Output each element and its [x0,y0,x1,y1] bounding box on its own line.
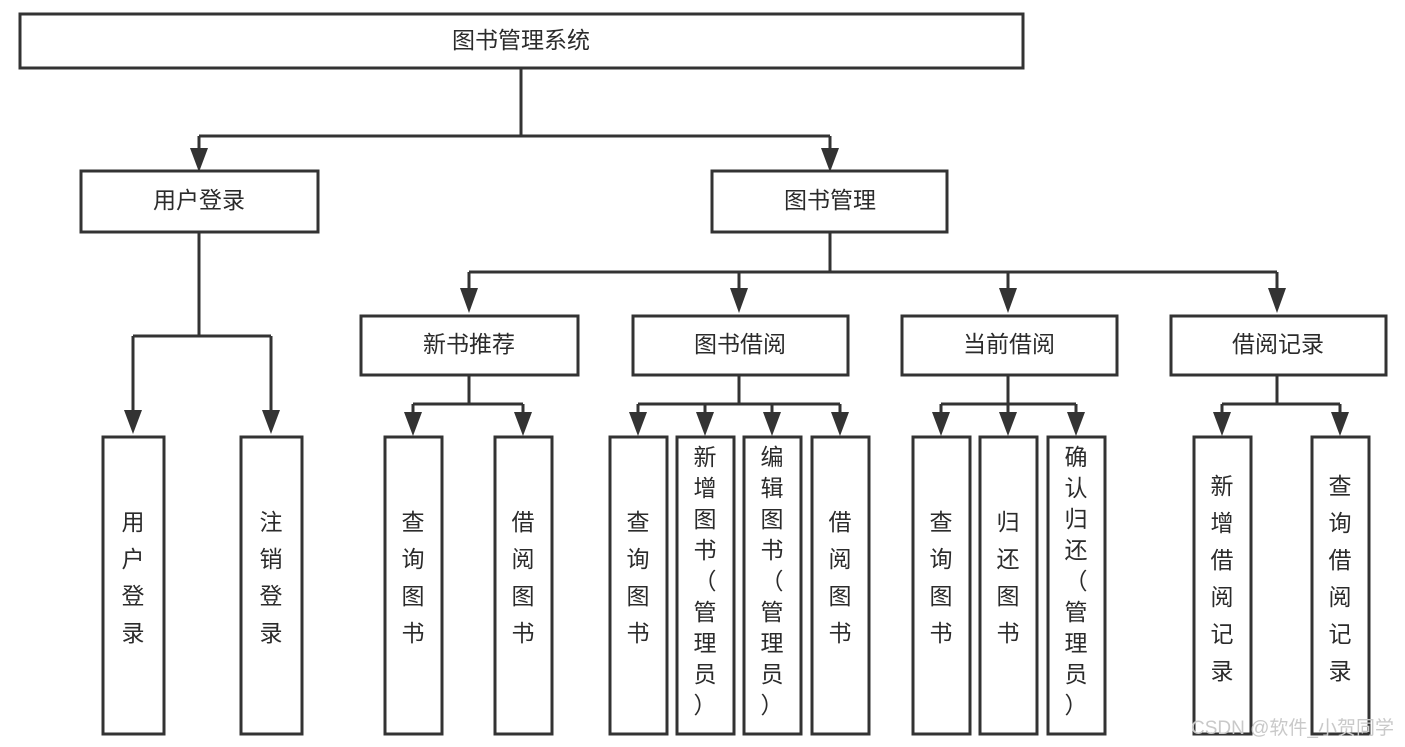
node-leaf-query-book-3-label: 查询图书 [930,509,953,646]
node-leaf-borrow-book-2-box[interactable] [810,435,871,736]
node-leaf-edit-book-label: 编辑图书（管理员） [761,444,784,718]
arrow-head-to-query-record [1331,412,1349,436]
arrow-head-to-add-record [1213,412,1231,436]
node-bookmgmt-label: 图书管理 [784,187,876,213]
node-leaf-confirm-return-box[interactable] [1046,435,1107,736]
node-current-box[interactable] [900,314,1119,377]
arrow-head-to-borrow [730,288,748,313]
arrow-head-to-current [999,288,1017,313]
node-leaf-return-book-label: 归还图书 [997,509,1020,646]
node-login-label: 用户登录 [153,187,245,213]
node-leaf-query-book-3-box[interactable] [911,435,972,736]
node-leaf-add-record-box[interactable] [1192,435,1253,736]
node-root-label: 图书管理系统 [452,27,590,53]
node-leaf-edit-book[interactable]: 编辑图书（管理员） [742,435,803,736]
node-newbook-box[interactable] [359,314,580,377]
csdn-watermark: CSDN @软件_小贺同学 [1191,717,1394,739]
node-leaf-add-record[interactable]: 新增借阅记录 [1192,435,1253,736]
node-borrow[interactable]: 图书借阅 [631,314,850,377]
node-records-box[interactable] [1169,314,1388,377]
connector-current-to-leaves [939,375,1078,418]
connector-layer [124,68,1349,436]
node-borrow-box[interactable] [631,314,850,377]
node-leaf-borrow-book-1-box[interactable] [493,435,554,736]
node-leaf-add-record-label: 新增借阅记录 [1211,473,1234,684]
node-root[interactable]: 图书管理系统 [18,12,1025,70]
node-leaf-return-book[interactable]: 归还图书 [978,435,1039,736]
connector-root-to-level2 [197,68,832,157]
arrow-head-to-user-login [124,410,142,434]
arrow-head-to-edit-book [763,412,781,436]
node-records[interactable]: 借阅记录 [1169,314,1388,377]
node-bookmgmt-box[interactable] [710,169,949,234]
node-bookmgmt[interactable]: 图书管理 [710,169,949,234]
connector-bookmgmt-to-level3 [467,232,1279,290]
node-leaf-query-book-2[interactable]: 查询图书 [608,435,669,736]
connector-records-to-leaves [1220,375,1342,418]
node-leaf-borrow-book-2[interactable]: 借阅图书 [810,435,871,736]
arrow-head-to-borrow-book-2 [831,412,849,436]
node-leaf-query-book-1-box[interactable] [383,435,444,736]
node-leaf-query-book-1-label: 查询图书 [402,509,425,646]
arrow-head-to-user-logout [262,410,280,434]
node-records-label: 借阅记录 [1232,331,1324,357]
node-leaf-add-book-box[interactable] [675,435,736,736]
node-leaf-query-book-3[interactable]: 查询图书 [911,435,972,736]
arrow-head-to-login [190,148,208,172]
node-leaf-query-book-2-label: 查询图书 [627,509,650,646]
connector-borrow-to-leaves [636,375,842,418]
node-leaf-query-record-box[interactable] [1310,435,1371,736]
node-leaf-user-logout[interactable]: 注销登录 [239,435,304,736]
arrow-head-to-borrow-book-1 [514,412,532,436]
node-leaf-user-login[interactable]: 用户登录 [101,435,166,736]
node-login[interactable]: 用户登录 [79,169,320,234]
connector-newbook-to-leaves [411,375,525,418]
node-root-box[interactable] [18,12,1025,70]
node-leaf-query-record-label: 查询借阅记录 [1329,473,1352,684]
node-login-box[interactable] [79,169,320,234]
node-newbook-label: 新书推荐 [423,331,515,357]
arrow-head-to-records [1268,288,1286,313]
node-newbook[interactable]: 新书推荐 [359,314,580,377]
arrow-head-to-query-book-1 [404,412,422,436]
arrow-head-to-newbook [460,288,478,313]
node-leaf-query-record[interactable]: 查询借阅记录 [1310,435,1371,736]
node-leaf-add-book[interactable]: 新增图书（管理员） [675,435,736,736]
arrow-head-to-add-book [696,412,714,436]
arrow-head-to-query-book-3 [932,412,950,436]
arrow-head-to-confirm-return [1067,412,1085,436]
node-current-label: 当前借阅 [963,331,1055,357]
node-leaf-return-book-box[interactable] [978,435,1039,736]
node-current[interactable]: 当前借阅 [900,314,1119,377]
arrow-head-to-bookmgmt [821,148,839,172]
node-leaf-add-book-label: 新增图书（管理员） [694,444,717,718]
node-leaf-confirm-return-label: 确认归还（管理员） [1065,444,1088,718]
node-leaf-query-book-1[interactable]: 查询图书 [383,435,444,736]
arrow-head-to-query-book-2 [629,412,647,436]
node-leaf-user-logout-label: 注销登录 [260,509,283,646]
connector-login-to-leaves [131,232,273,418]
node-leaf-confirm-return[interactable]: 确认归还（管理员） [1046,435,1107,736]
arrow-head-to-return-book [999,412,1017,436]
node-leaf-user-login-label: 用户登录 [122,509,145,646]
node-leaf-user-logout-box[interactable] [239,435,304,736]
node-leaf-query-book-2-box[interactable] [608,435,669,736]
node-leaf-borrow-book-2-label: 借阅图书 [829,509,852,646]
node-leaf-user-login-box[interactable] [101,435,166,736]
node-borrow-label: 图书借阅 [694,331,786,357]
node-leaf-borrow-book-1[interactable]: 借阅图书 [493,435,554,736]
node-leaf-edit-book-box[interactable] [742,435,803,736]
node-leaf-borrow-book-1-label: 借阅图书 [512,509,535,646]
